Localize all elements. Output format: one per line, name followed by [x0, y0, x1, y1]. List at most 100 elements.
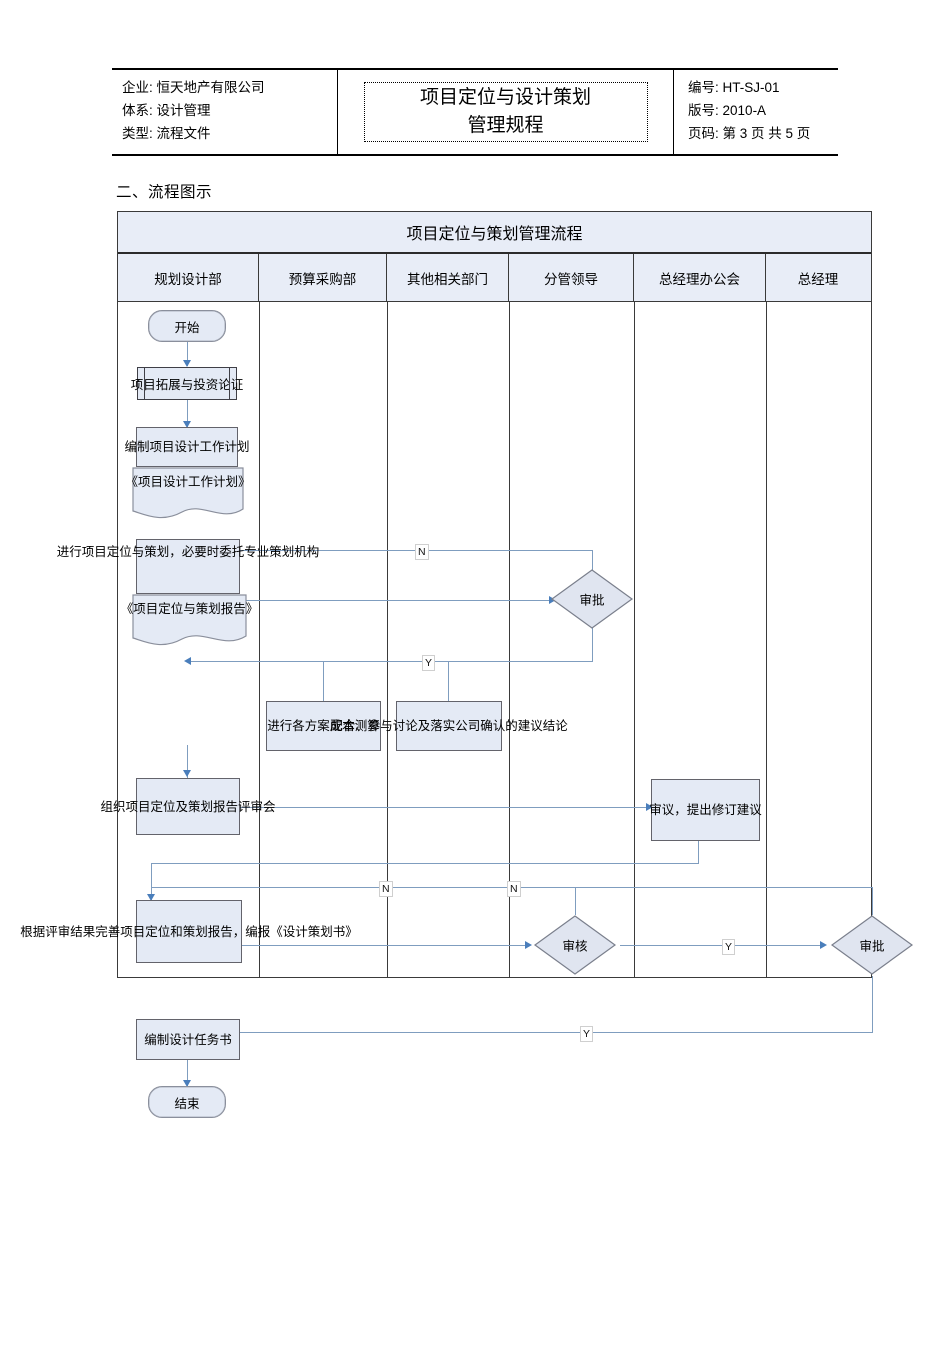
edge-suggest-into-refine [151, 863, 153, 900]
flow-col-header-gm-office: 总经理办公会 [634, 254, 766, 301]
document-title-line1: 项目定位与设计策划 [419, 87, 591, 108]
header-system-value: 设计管理 [156, 103, 211, 118]
header-system-label: 体系: [122, 103, 153, 118]
lane-divider-2 [387, 302, 388, 977]
edge-docreport-reviewmeet [187, 745, 189, 778]
document-header: 企业: 恒天地产有限公司 体系: 设计管理 类型: 流程文件 项目定位与设计策划… [112, 68, 838, 156]
node-design-plan-label: 编制项目设计工作计划 [124, 440, 250, 454]
header-version-label: 版号: [688, 103, 719, 118]
lane-divider-5 [766, 302, 767, 977]
edge-approve1-no-vertical [592, 550, 594, 584]
section-heading: 二、流程图示 [116, 184, 213, 201]
edge-label-n2: N [379, 881, 393, 897]
edge-check-no-down [575, 887, 577, 915]
header-version-value: 2010-A [722, 103, 767, 118]
diamond-shape-icon [533, 915, 617, 975]
edge-approve1-no-horizontal [187, 550, 593, 552]
edge-approve1-yes-arrow [184, 656, 191, 665]
document-shape-icon [132, 467, 244, 519]
flow-title: 项目定位与策划管理流程 [118, 212, 871, 254]
edge-approve2-yes-down [872, 976, 874, 1033]
node-start[interactable]: 开始 [148, 310, 226, 342]
edge-label-y1: Y [422, 655, 436, 671]
lane-divider-4 [634, 302, 635, 977]
edge-suggest-left [151, 863, 699, 865]
node-design-plan[interactable]: 编制项目设计工作计划 [125, 427, 250, 467]
node-positioning-planning[interactable]: 进行项目定位与策划，必要时委托专业策划机构 [57, 539, 319, 594]
edge-reviewmeet-suggest [187, 807, 651, 809]
edge-approve2-no-down [872, 887, 874, 915]
node-suggest-revision[interactable]: 审议，提出修订建议 [649, 779, 762, 841]
edge-label-y2: Y [722, 939, 736, 955]
decision-approve-final[interactable]: 审批 [830, 914, 914, 976]
node-review-meeting[interactable]: 组织项目定位及策划报告评审会 [101, 778, 276, 835]
document-title-box: 项目定位与设计策划 管理规程 [363, 82, 648, 142]
edge-drop-cooperate [448, 661, 450, 701]
node-end[interactable]: 结束 [148, 1086, 226, 1118]
edge-task-end [187, 1060, 189, 1086]
header-type-label: 类型: [122, 126, 153, 141]
edge-docplan-approve1 [187, 600, 554, 602]
flow-col-header-other: 其他相关部门 [387, 254, 509, 301]
edge-start-invest [187, 340, 189, 366]
node-review-meeting-label: 组织项目定位及策划报告评审会 [100, 799, 276, 814]
node-refine-report-label: 根据评审结果完善项目定位和策划报告，编报《设计策划书》 [20, 924, 358, 939]
edge-label-y3: Y [580, 1026, 594, 1042]
flow-col-header-gm: 总经理 [797, 271, 839, 287]
node-project-investment[interactable]: 项目拓展与投资论证 [131, 367, 243, 400]
edge-suggest-down [698, 841, 700, 864]
edge-invest-plan-arrow [182, 421, 191, 428]
flow-col-header-budget: 预算采购部 [259, 254, 387, 301]
edge-reviewmeet-suggest-arrow [646, 802, 653, 811]
edge-approve1-yes-down [592, 616, 594, 662]
flow-body: 开始 项目拓展与投资论证 编制项目设计工作计划 《项目设计工作计划》 进行项目定… [20, 302, 914, 1118]
decision-check-label: 审核 [562, 939, 588, 954]
node-doc-design-plan-label: 《项目设计工作计划》 [125, 475, 251, 489]
decision-approve-plan[interactable]: 审批 [550, 568, 634, 630]
header-number-value: HT-SJ-01 [722, 80, 780, 95]
node-cooperate-discuss-label: 配合、参与讨论及落实公司确认的建议结论 [330, 719, 568, 733]
node-doc-position-report-label: 《项目定位与策划报告》 [120, 602, 259, 616]
diamond-shape-icon [550, 569, 634, 629]
edge-refine-check-arrow [525, 940, 532, 949]
edge-invest-plan [187, 399, 189, 427]
edge-refine-check [187, 945, 529, 947]
flow-col-header-leader: 分管领导 [509, 254, 634, 301]
edge-suggest-refine-arrow [146, 894, 155, 901]
header-row-type: 类型: 流程文件 [122, 122, 327, 145]
flow-col-header-planning: 规划设计部 [118, 254, 259, 301]
node-cost-estimate[interactable]: 进行各方案成本测算 [266, 701, 381, 751]
decision-check[interactable]: 审核 [533, 914, 617, 976]
lane-divider-3 [509, 302, 510, 977]
header-row-system: 体系: 设计管理 [122, 99, 327, 122]
header-row-page: 页码: 第 3 页 共 5 页 [688, 122, 828, 145]
edge-label-n3: N [507, 881, 521, 897]
header-number-label: 编号: [688, 80, 719, 95]
edge-docreport-reviewmeet-arrow [182, 770, 191, 777]
document-shape-icon [132, 594, 247, 646]
node-suggest-revision-label: 审议，提出修订建议 [649, 803, 762, 817]
header-meta-cell: 编号: HT-SJ-01 版号: 2010-A 页码: 第 3 页 共 5 页 [674, 70, 838, 154]
edge-check-yes-arrow [820, 940, 827, 949]
header-company-cell: 企业: 恒天地产有限公司 体系: 设计管理 类型: 流程文件 [112, 70, 338, 154]
edge-start-invest-arrow [182, 360, 191, 367]
decision-approve-final-label: 审批 [859, 939, 885, 954]
edge-label-n1: N [415, 544, 429, 560]
edge-drop-cost [323, 661, 325, 701]
node-design-task-book-label: 编制设计任务书 [144, 1032, 232, 1047]
edge-task-end-arrow [182, 1080, 191, 1087]
diamond-shape-icon [830, 915, 914, 975]
node-doc-design-plan[interactable]: 《项目设计工作计划》 [126, 467, 251, 522]
header-title-cell: 项目定位与设计策划 管理规程 [338, 70, 674, 154]
header-page-value: 第 3 页 共 5 页 [722, 126, 811, 141]
node-refine-report[interactable]: 根据评审结果完善项目定位和策划报告，编报《设计策划书》 [20, 900, 358, 963]
flow-column-headers: 规划设计部 预算采购部 其他相关部门 分管领导 总经理办公会 总经理 [118, 254, 871, 302]
header-row-number: 编号: HT-SJ-01 [688, 76, 828, 99]
edge-approve1-yes-horizontal [187, 661, 593, 663]
node-doc-position-report[interactable]: 《项目定位与策划报告》 [121, 594, 258, 649]
header-row-company: 企业: 恒天地产有限公司 [122, 76, 327, 99]
node-project-investment-label: 项目拓展与投资论证 [130, 378, 244, 392]
node-design-task-book[interactable]: 编制设计任务书 [136, 1019, 240, 1060]
node-cooperate-discuss[interactable]: 配合、参与讨论及落实公司确认的建议结论 [330, 701, 568, 751]
decision-approve-plan-label: 审批 [579, 593, 605, 608]
